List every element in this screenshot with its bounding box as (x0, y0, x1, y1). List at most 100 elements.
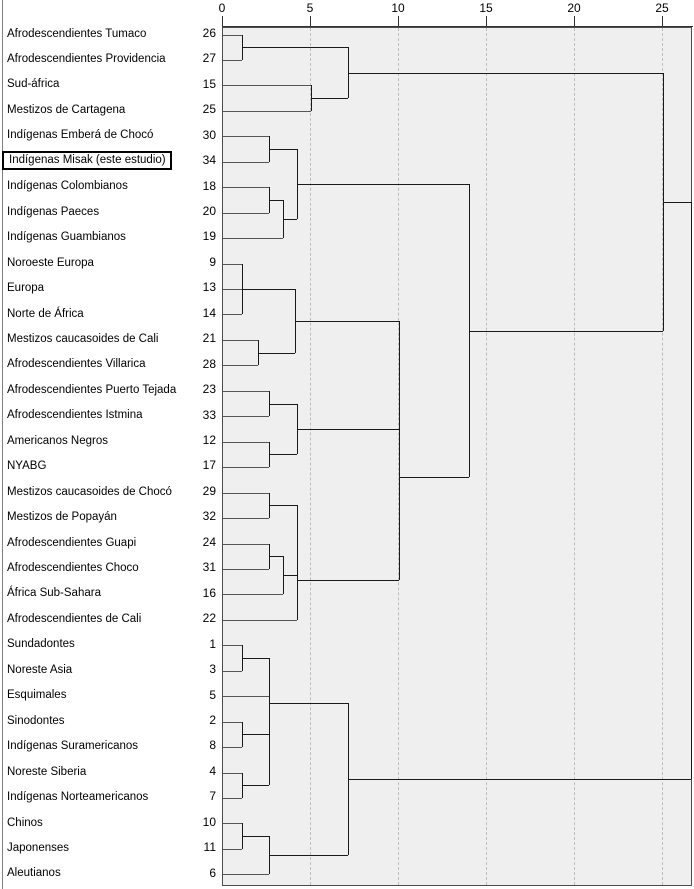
dendrogram-branch-horizontal (399, 477, 470, 479)
dendrogram-branch-horizontal (223, 59, 243, 61)
dendrogram-branch-horizontal (268, 454, 297, 456)
dendrogram-branch-horizontal (268, 505, 297, 507)
leaf-number: 22 (202, 611, 216, 626)
dendrogram-branch-horizontal (268, 855, 348, 857)
dendrogram-branch-horizontal (258, 352, 296, 354)
dendrogram-branch-horizontal (242, 785, 269, 787)
leaf-label-row[interactable]: Afrodescendientes Puerto Tejada (0, 377, 218, 403)
dendrogram-branch-horizontal (242, 289, 296, 290)
leaf-label-row[interactable]: Aleutianos (0, 861, 218, 887)
leaf-label-row[interactable]: Indígenas Emberá de Chocó (0, 123, 218, 149)
leaf-label: Afrodescendientes Puerto Tejada (7, 383, 177, 396)
leaf-number: 28 (202, 356, 216, 371)
leaf-label-row[interactable]: Afrodescendientes Tumaco (0, 21, 218, 47)
dendrogram-branch-horizontal (242, 836, 269, 838)
leaf-label-row[interactable]: Afrodescendientes Choco (0, 555, 218, 581)
leaf-number: 33 (202, 407, 216, 422)
dendrogram-branch-horizontal (223, 518, 269, 520)
leaf-label-row[interactable]: África Sub-Sahara (0, 581, 218, 607)
leaf-label-row[interactable]: Noroeste Europa (0, 250, 218, 276)
dendrogram-branch-horizontal (282, 219, 297, 220)
dendrogram-branch-vertical (268, 734, 270, 786)
leaf-label-row[interactable]: Afrodescendientes Guapi (0, 530, 218, 556)
leaf-label-row[interactable]: Mestizos de Cartagena (0, 97, 218, 123)
leaf-label-row[interactable]: Americanos Negros (0, 428, 218, 454)
dendrogram-branch-horizontal (347, 72, 663, 74)
leaf-label-row[interactable]: Indígenas Colombianos (0, 174, 218, 200)
leaf-number: 21 (202, 331, 216, 346)
leaf-label-row[interactable]: Sud-áfrica (0, 72, 218, 98)
dendrogram-branch-horizontal (268, 149, 297, 151)
leaf-number: 24 (202, 534, 216, 549)
leaf-label: Sundadontes (7, 638, 75, 651)
dendrogram-branch-horizontal (282, 575, 297, 577)
dendrogram-branch-horizontal (223, 747, 243, 749)
leaf-label-row[interactable]: Afrodescendientes Providencia (0, 46, 218, 72)
leaf-number: 34 (202, 153, 216, 168)
dendrogram-branch-horizontal (223, 263, 243, 265)
leaf-label: Noreste Siberia (7, 765, 87, 778)
leaf-label-row[interactable]: Esquimales (0, 683, 218, 709)
x-axis-line (222, 26, 693, 27)
leaf-label-row[interactable]: Indígenas Norteamericanos (0, 784, 218, 810)
leaf-label-row[interactable]: Japonenses (0, 835, 218, 861)
leaf-label: África Sub-Sahara (7, 587, 101, 600)
dendrogram-links (223, 28, 693, 885)
x-axis-tick (574, 16, 575, 27)
dendrogram-branch-horizontal (663, 201, 692, 203)
dendrogram-branch-horizontal (268, 403, 297, 405)
gridline (398, 28, 399, 885)
dendrogram-branch-horizontal (295, 320, 399, 322)
dendrogram-branch-horizontal (223, 467, 269, 469)
leaf-label-row[interactable]: Noreste Siberia (0, 759, 218, 785)
leaf-number: 31 (202, 560, 216, 575)
leaf-label-row[interactable]: Afrodescendientes Istmina (0, 403, 218, 429)
leaf-label-row[interactable]: Europa (0, 275, 218, 301)
leaf-label-row[interactable]: NYABG (0, 453, 218, 479)
dendrogram-branch-horizontal (223, 619, 297, 621)
leaf-label-row[interactable]: Indígenas Misak (este estudio) (0, 148, 218, 174)
gridline (574, 28, 575, 885)
leaf-label-row[interactable]: Afrodescendientes Villarica (0, 352, 218, 378)
leaf-label: Noroeste Europa (7, 256, 94, 269)
leaf-label-row[interactable]: Indígenas Suramericanos (0, 733, 218, 759)
leaf-label: Indígenas Emberá de Chocó (7, 129, 154, 142)
leaf-label-row[interactable]: Mestizos de Popayán (0, 504, 218, 530)
leaf-label-row[interactable]: Indígenas Paeces (0, 199, 218, 225)
dendrogram-branch-horizontal (223, 161, 269, 163)
leaf-label-row[interactable]: Norte de África (0, 301, 218, 327)
leaf-number: 6 (209, 865, 216, 880)
leaf-number: 12 (202, 433, 216, 447)
dendrogram-branch-horizontal (242, 734, 269, 736)
dendrogram-branch-vertical (242, 263, 244, 315)
dendrogram-branch-horizontal (296, 428, 399, 430)
leaf-label-row[interactable]: Afrodescendientes de Cali (0, 606, 218, 632)
dendrogram-branch-horizontal (223, 874, 269, 876)
leaf-label: Europa (7, 282, 45, 295)
gridline (310, 28, 311, 885)
leaf-label-row[interactable]: Indígenas Guambianos (0, 224, 218, 250)
leaf-number: 1 (209, 636, 216, 651)
x-axis-tick (486, 16, 487, 27)
dendrogram-branch-horizontal (223, 721, 243, 723)
leaf-label-row[interactable]: Mestizos caucasoides de Chocó (0, 479, 218, 505)
leaf-number: 11 (203, 840, 216, 855)
dendrogram-plot-area (222, 27, 693, 886)
leaf-label-row[interactable]: Sinodontes (0, 708, 218, 734)
leaf-label: Esquimales (7, 689, 67, 702)
dendrogram-branch-vertical (296, 505, 298, 576)
leaf-label: Chinos (7, 816, 43, 829)
dendrogram-branch-horizontal (223, 543, 269, 545)
dendrogram-branch-horizontal (268, 199, 283, 201)
leaf-number: 13 (202, 280, 216, 295)
leaf-number: 10 (202, 814, 216, 829)
dendrogram-branch-horizontal (268, 702, 348, 704)
dendrogram-branch-horizontal (223, 365, 259, 367)
dendrogram-branch-horizontal (223, 187, 269, 189)
dendrogram-branch-vertical (347, 47, 349, 99)
leaf-label-row[interactable]: Sundadontes (0, 632, 218, 658)
leaf-label-row[interactable]: Noreste Asia (0, 657, 218, 683)
leaf-label-row[interactable]: Mestizos caucasoides de Cali (0, 326, 218, 352)
leaf-label-row[interactable]: Chinos (0, 810, 218, 836)
